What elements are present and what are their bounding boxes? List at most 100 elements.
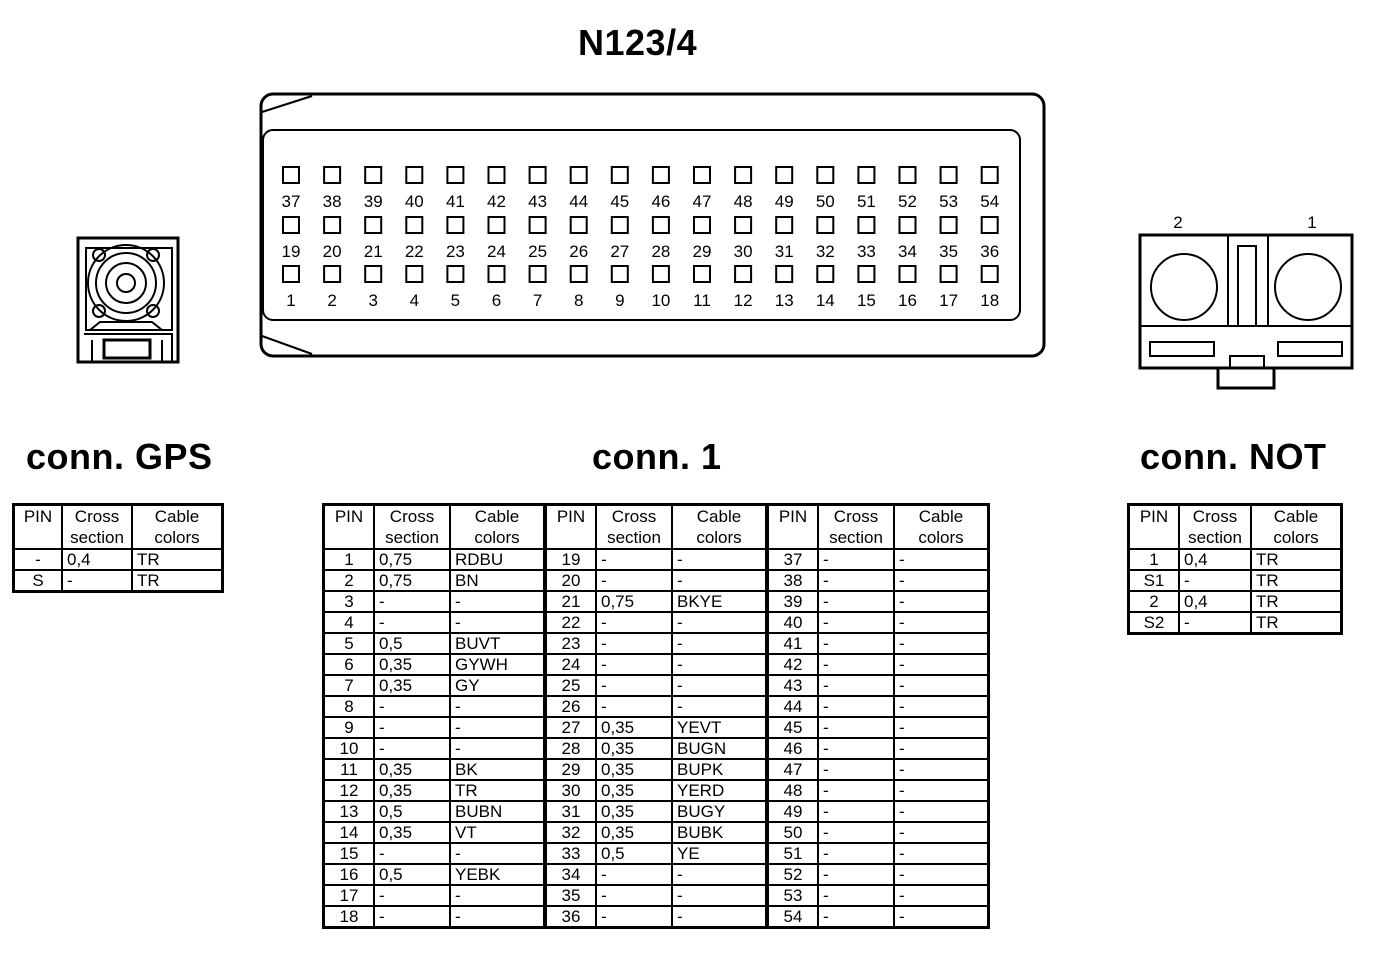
pin-number-label: 43 [528, 192, 547, 211]
pin-socket [651, 265, 670, 283]
cable-color-cell: - [671, 569, 769, 592]
pin-socket [816, 216, 835, 234]
cable-color-cell: - [893, 611, 990, 634]
pin-number-label: 9 [615, 291, 624, 310]
pin-socket [569, 166, 588, 184]
pin-cell: 50 [766, 821, 819, 844]
pin-number-label: 14 [816, 291, 835, 310]
pin-cell: 33 [544, 842, 597, 865]
pin-cell: 39 [766, 590, 819, 613]
pin-socket [857, 166, 876, 184]
cable-color-cell: - [671, 611, 769, 634]
pin-number-label: 29 [693, 242, 712, 261]
cross-section-cell: - [817, 737, 895, 760]
cable-color-cell: - [671, 905, 769, 929]
pin-socket [610, 216, 629, 234]
pin-socket [693, 265, 711, 283]
pin-number-label: 39 [364, 192, 383, 211]
pin-number-label: 5 [451, 291, 460, 310]
cross-section-cell: - [373, 737, 451, 760]
pin-number-label: 40 [405, 192, 424, 211]
pin-number-label: 33 [857, 242, 876, 261]
pin-number-label: 1 [286, 291, 295, 310]
pin-cell: 23 [544, 632, 597, 655]
pin-number-label: 35 [939, 242, 958, 261]
cross-section-cell: 0,35 [373, 758, 451, 781]
pin-socket [569, 265, 588, 283]
cable-color-cell: YE [671, 842, 769, 865]
pin-number-label: 51 [857, 192, 876, 211]
pin-number-label: 28 [651, 242, 670, 261]
pin-socket [980, 216, 999, 234]
pin-number-label: 18 [980, 291, 999, 310]
conn1-connector-title: conn. 1 [592, 436, 722, 477]
cable-color-cell: BUGN [671, 737, 769, 760]
cable-color-cell: - [449, 884, 547, 907]
cable-color-cell: RDBU [449, 548, 547, 571]
pin-number-label: 25 [528, 242, 547, 261]
cross-section-cell: 0,4 [61, 548, 133, 571]
pin-cell: 19 [544, 548, 597, 571]
pin-cell: 5 [322, 632, 375, 655]
pin-socket [323, 216, 342, 234]
pin-socket [898, 216, 917, 234]
pin-socket [939, 216, 958, 234]
pin-socket [364, 166, 383, 184]
pin-cell: 46 [766, 737, 819, 760]
pin-number-label: 2 [327, 291, 336, 310]
pin-number-label: 22 [405, 242, 424, 261]
cable-color-cell: - [449, 905, 547, 929]
pin-header: PIN [12, 503, 63, 550]
cross-section-cell: - [595, 611, 673, 634]
pin-number-label: 30 [734, 242, 753, 261]
pin-cell: 2 [322, 569, 375, 592]
pin-socket [569, 216, 588, 234]
cross-section-cell: - [817, 632, 895, 655]
pin-socket [282, 216, 300, 234]
pin-socket [939, 166, 958, 184]
pin-socket [693, 166, 711, 184]
pin-socket [857, 265, 876, 283]
pin-number-label: 38 [323, 192, 342, 211]
pin-cell: 3 [322, 590, 375, 613]
pin-socket [610, 166, 629, 184]
pin-number-label: 49 [775, 192, 794, 211]
pin-number-label: 31 [775, 242, 794, 261]
cross-section-cell: - [817, 821, 895, 844]
pin-cell: 24 [544, 653, 597, 676]
conn1-housing-drawing [259, 92, 1046, 358]
pin-number-label: 50 [816, 192, 835, 211]
cross-section-cell: - [817, 653, 895, 676]
cable-color-cell: - [893, 842, 990, 865]
pin-cell: 15 [322, 842, 375, 865]
pin-socket [775, 216, 794, 234]
cable-color-cell: - [893, 695, 990, 718]
cable-color-cell: TR [131, 569, 224, 593]
pin-number-label: 8 [574, 291, 583, 310]
cable-color-cell: TR [1250, 590, 1343, 613]
pin-socket [775, 166, 794, 184]
cross-section-cell: 0,35 [595, 716, 673, 739]
cable-color-cell: TR [1250, 548, 1343, 571]
cross-section-cell: 0,35 [595, 800, 673, 823]
pin-socket [816, 265, 835, 283]
cross-section-cell: 0,4 [1178, 548, 1252, 571]
cross-section-cell: - [595, 569, 673, 592]
pin-header: PIN [1127, 503, 1180, 550]
pin-cell: 49 [766, 800, 819, 823]
pin-cell: 42 [766, 653, 819, 676]
pin-cell: 43 [766, 674, 819, 697]
pin-number-label: 4 [410, 291, 419, 310]
cable-color-cell: - [893, 905, 990, 929]
module-title: N123/4 [578, 22, 698, 63]
